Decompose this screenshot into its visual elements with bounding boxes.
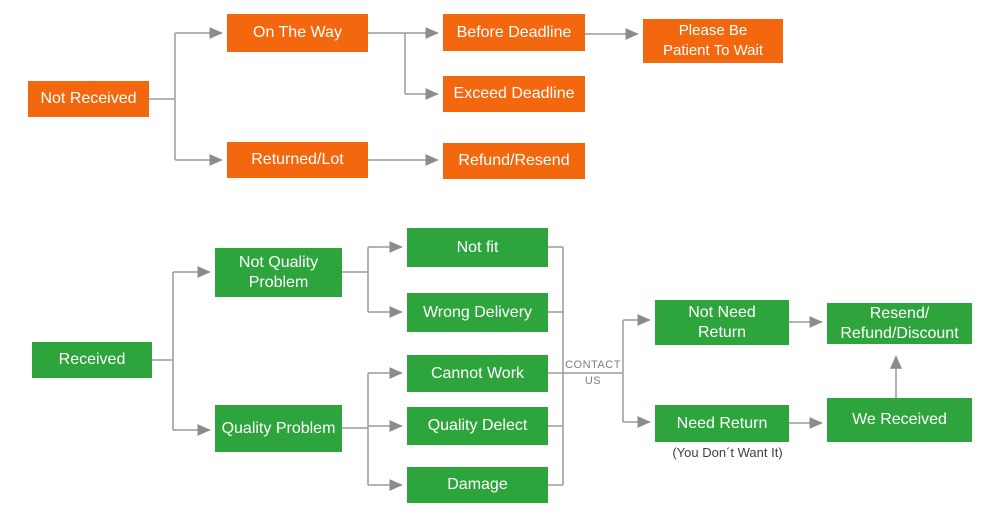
node-not-fit: Not fit: [407, 228, 548, 267]
node-cannot-work: Cannot Work: [407, 355, 548, 392]
node-on-the-way: On The Way: [227, 14, 368, 52]
node-quality-delect: Quality Delect: [407, 407, 548, 445]
node-not-received: Not Received: [28, 81, 149, 117]
node-we-received: We Received: [827, 398, 972, 442]
node-quality-problem: Quality Problem: [215, 405, 342, 452]
node-received: Received: [32, 342, 152, 378]
node-refund-resend: Refund/Resend: [443, 143, 585, 179]
node-not-quality-problem: Not Quality Problem: [215, 248, 342, 297]
node-please-be-patient: Please Be Patient To Wait: [643, 19, 783, 63]
node-resend-refund-discount: Resend/ Refund/Discount: [827, 303, 972, 344]
node-before-deadline: Before Deadline: [443, 14, 585, 51]
node-need-return: Need Return: [655, 405, 789, 442]
node-wrong-delivery: Wrong Delivery: [407, 293, 548, 332]
node-not-need-return: Not Need Return: [655, 300, 789, 345]
node-damage: Damage: [407, 467, 548, 503]
node-returned-lot: Returned/Lot: [227, 142, 368, 178]
node-exceed-deadline: Exceed Deadline: [443, 76, 585, 112]
need-return-note: (You Don´t Want It): [672, 445, 783, 460]
contact-us-label: CONTACT US: [565, 359, 621, 387]
